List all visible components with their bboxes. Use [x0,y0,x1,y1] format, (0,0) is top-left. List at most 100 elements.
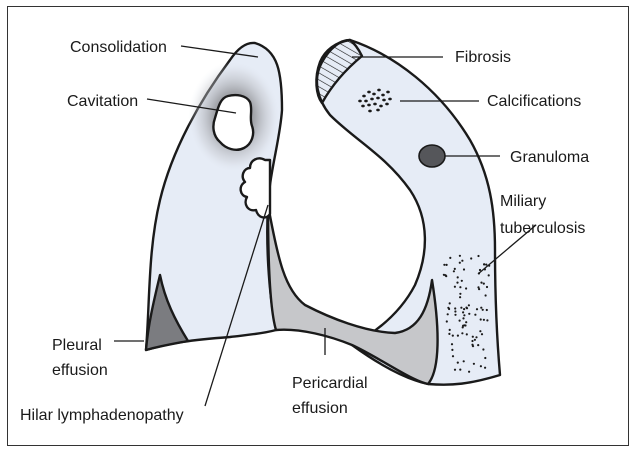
label-cavitation: Cavitation [67,93,138,110]
miliary-dot [481,333,483,335]
miliary-dot [454,286,456,288]
miliary-dot [486,319,488,321]
miliary-dot [446,264,448,266]
miliary-dot [460,307,462,309]
miliary-dot [483,263,485,265]
calcification-dot [372,93,376,96]
miliary-dot [463,314,465,316]
calcification-dot [362,95,366,98]
label-pericardial: Pericardial [292,375,368,392]
miliary-dot [474,339,476,341]
miliary-dot [480,307,482,309]
miliary-dot [449,329,451,331]
miliary-dot [480,365,482,367]
label-pleural: Pleural [52,337,102,354]
miliary-dot [454,314,456,316]
miliary-dot [464,324,466,326]
calcification-dot [386,91,390,94]
calcification-dot [379,105,383,108]
calcification-dot [381,94,385,97]
miliary-dot [454,310,456,312]
miliary-dot [480,318,482,320]
miliary-dot [486,286,488,288]
label-hilar-lymphadenopathy: Hilar lymphadenopathy [20,407,184,424]
miliary-dot [483,319,485,321]
miliary-dot [473,363,475,365]
miliary-dot [463,308,465,310]
miliary-dot [461,260,463,262]
miliary-dot [477,255,479,257]
miliary-dot [446,320,448,322]
label-tuberculosis: tuberculosis [500,220,585,237]
miliary-dot [482,348,484,350]
miliary-dot [459,255,461,257]
miliary-dot [488,274,490,276]
miliary-dot [447,307,449,309]
miliary-dot [449,302,451,304]
miliary-dot [461,332,463,334]
miliary-dot [459,262,461,264]
calcification-dot [370,98,374,101]
miliary-dot [457,276,459,278]
miliary-dot [459,320,461,322]
granuloma-nodule [419,145,445,167]
miliary-dot [486,309,488,311]
calcification-dot [376,97,380,100]
miliary-dot [484,367,486,369]
miliary-dot [457,335,459,337]
label-pleural-effusion: effusion [52,362,108,379]
calcification-dot [364,100,368,103]
label-consolidation: Consolidation [70,39,167,56]
miliary-dot [448,333,450,335]
miliary-dot [447,313,449,315]
label-calcifications: Calcifications [487,93,581,110]
miliary-dot [482,309,484,311]
miliary-dot [462,326,464,328]
cavitation-area [213,95,253,150]
miliary-dot [465,287,467,289]
miliary-dot [475,336,477,338]
miliary-dot [453,270,455,272]
miliary-dot [459,286,461,288]
miliary-dot [459,369,461,371]
label-granuloma: Granuloma [510,149,589,166]
miliary-dot [454,369,456,371]
calcification-dot [382,99,386,102]
miliary-dot [459,296,461,298]
calcification-dot [377,89,381,92]
miliary-dot [479,330,481,332]
miliary-dot [462,311,464,313]
miliary-dot [485,294,487,296]
miliary-dot [480,282,482,284]
miliary-dot [451,349,453,351]
miliary-dot [476,308,478,310]
miliary-dot [468,371,470,373]
miliary-dot [463,360,465,362]
miliary-dot [451,343,453,345]
miliary-dot [449,257,451,259]
miliary-dot [471,340,473,342]
miliary-dot [477,344,479,346]
miliary-dot [485,264,487,266]
miliary-dot [452,335,454,337]
miliary-dot [465,307,467,309]
miliary-dot [452,355,454,357]
miliary-dot [443,274,445,276]
calcification-dot [367,91,371,94]
miliary-dot [459,293,461,295]
calcification-dot [367,104,371,107]
calcification-dot [388,98,392,101]
miliary-dot [468,313,470,315]
miliary-dot [474,314,476,316]
label-miliary: Miliary [500,193,546,210]
miliary-dot [466,333,468,335]
miliary-dot [471,344,473,346]
miliary-dot [454,307,456,309]
miliary-dot [472,336,474,338]
miliary-dot [470,257,472,259]
miliary-dot [477,286,479,288]
calcification-dot [368,110,372,113]
miliary-dot [463,268,465,270]
